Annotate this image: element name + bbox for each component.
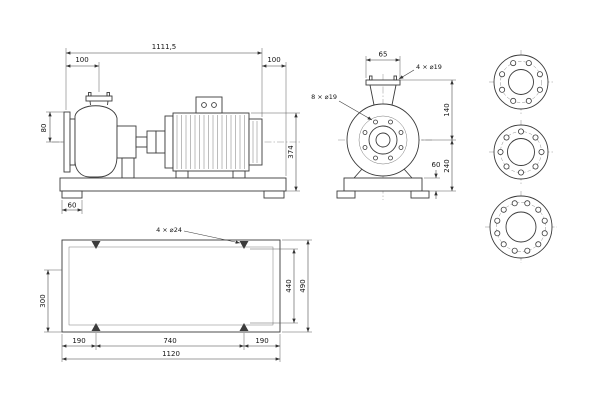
- annotation-discharge-bolts-label: 4 × ⌀19: [416, 63, 442, 71]
- suction-flange: [63, 111, 76, 173]
- discharge-flange: [85, 92, 113, 106]
- anchor-hole-marks: [91, 241, 249, 331]
- dim-span-right: 190: [244, 334, 281, 362]
- dim-width-inner: 440: [250, 248, 298, 324]
- bolt-holes-8: [499, 60, 543, 104]
- dim-span-total-label: 1120: [162, 350, 180, 358]
- baseplate-side: [59, 177, 287, 199]
- dim-height-lower-label: 240: [443, 159, 451, 172]
- flange-face-discharge: [489, 50, 553, 114]
- shaft: [135, 136, 148, 148]
- dim-height-lower: 240: [429, 140, 456, 192]
- cable-gland: [211, 102, 217, 108]
- view-side-elevation: 1111,5 100 100 80 60 374: [40, 43, 300, 214]
- volute-casing: [74, 105, 118, 178]
- dim-rear-offset: 100: [262, 56, 287, 176]
- baseplate-outline: [61, 239, 281, 333]
- dim-discharge-size-label: 65: [379, 51, 388, 59]
- volute-end: [346, 103, 420, 177]
- dim-flange-height: 80: [40, 111, 64, 143]
- dim-span-center: 740: [96, 333, 245, 350]
- dim-width-inner-label: 440: [285, 279, 293, 292]
- motor-foot: [175, 170, 189, 179]
- cable-gland: [201, 102, 207, 108]
- annotation-suction-bolts-label: 8 × ⌀19: [311, 93, 337, 101]
- annotation-suction-bolts: 8 × ⌀19: [311, 93, 373, 121]
- dim-span-total: 1120: [62, 350, 280, 361]
- dim-width-outer-label: 490: [299, 279, 307, 292]
- dim-total-height-label: 374: [287, 145, 295, 159]
- view-baseplate-plan: 4 × ⌀24 190 740 190 1120 440: [39, 226, 312, 362]
- dim-discharge-offset-label: 100: [75, 56, 88, 64]
- dim-flange-height-label: 80: [40, 124, 48, 133]
- dim-rear-offset-label: 100: [267, 56, 280, 64]
- dim-base-height: 60: [424, 161, 440, 199]
- annotation-anchor-holes-label: 4 × ⌀24: [156, 226, 182, 234]
- dim-total-height: 374: [251, 112, 300, 192]
- baseplate-end: [336, 177, 430, 199]
- motor: [164, 96, 263, 179]
- motor-end-bell: [164, 115, 174, 169]
- annotation-discharge-bolts: 4 × ⌀19: [398, 63, 442, 80]
- dim-height-upper-label: 140: [443, 103, 451, 116]
- bolt-holes-12: [494, 200, 548, 254]
- support-legs: [353, 168, 413, 179]
- motor-fins: [176, 115, 245, 169]
- view-end-elevation: 65 4 × ⌀19 8 × ⌀19 140 240 60: [311, 51, 456, 200]
- dim-width-outer: 490: [282, 239, 312, 333]
- fan-cover: [248, 118, 263, 166]
- motor-foot: [232, 170, 246, 179]
- discharge-flange-end: [365, 75, 401, 106]
- dim-discharge-offset: 100: [66, 56, 100, 92]
- dim-span-center-label: 740: [163, 337, 176, 345]
- annotation-anchor-holes: 4 × ⌀24: [156, 226, 241, 244]
- motor-body: [172, 112, 250, 172]
- bearing-bracket: [116, 125, 166, 179]
- coupling-half-pump: [146, 130, 157, 154]
- dim-overall-length: 1111,5: [65, 43, 263, 117]
- dim-span-right-label: 190: [255, 337, 268, 345]
- dim-height-upper: 140: [400, 79, 456, 141]
- dim-overall-length-label: 1111,5: [152, 43, 177, 51]
- dim-span-left-label: 190: [72, 337, 85, 345]
- flange-face-large: [485, 191, 557, 263]
- flange-face-suction: [489, 120, 553, 184]
- dim-width-left-label: 300: [39, 294, 47, 307]
- dim-width-left: 300: [39, 269, 62, 333]
- dim-span-left: 190: [61, 333, 97, 362]
- dim-base-height-label: 60: [432, 161, 441, 169]
- terminal-box: [195, 96, 223, 114]
- baseplate-inner-edge: [68, 246, 274, 326]
- dim-discharge-size: 65: [365, 51, 401, 78]
- dim-foot-width: 60: [61, 200, 83, 214]
- dim-foot-width-label: 60: [68, 202, 77, 210]
- suction-bolt-holes: [362, 119, 404, 161]
- coupling-half-motor: [155, 130, 166, 154]
- bolt-holes-8: [497, 128, 545, 176]
